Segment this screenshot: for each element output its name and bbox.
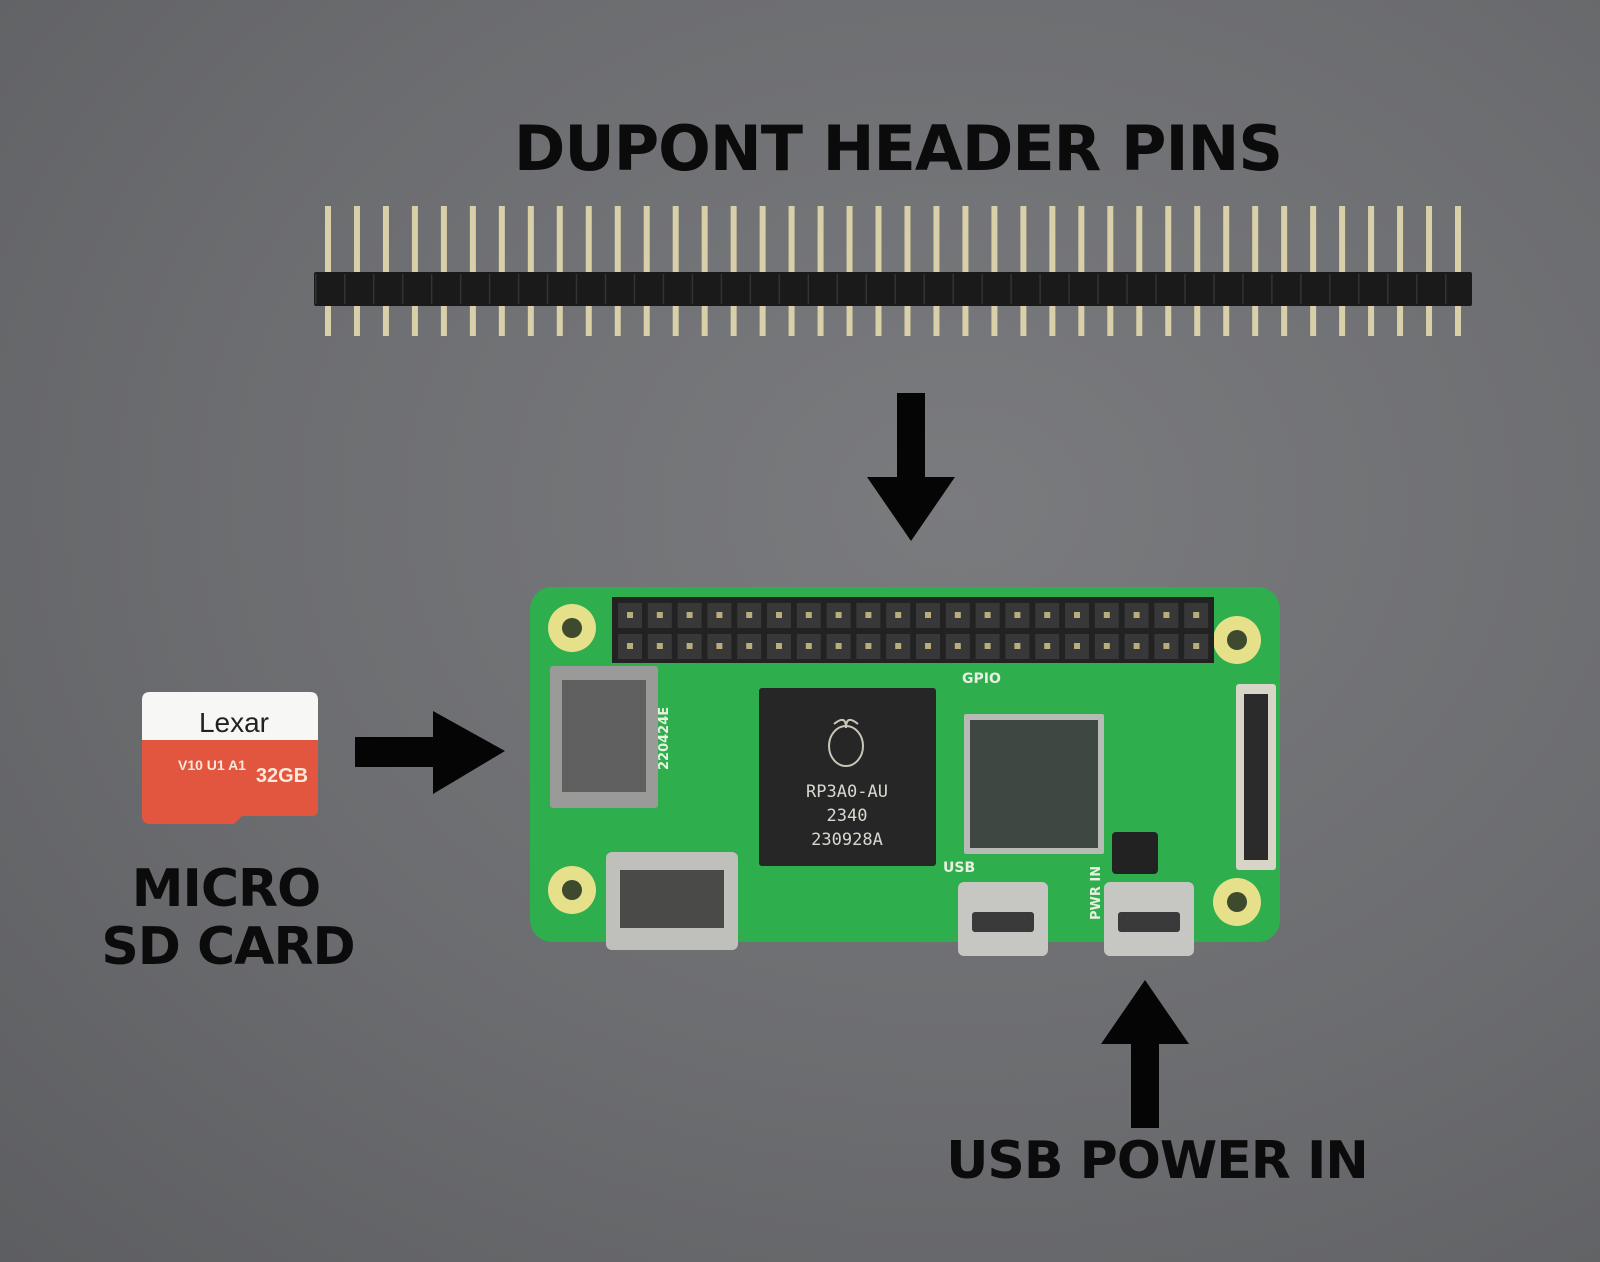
header-pin — [1223, 206, 1230, 336]
header-pin — [1252, 206, 1259, 336]
header-pin — [962, 206, 969, 336]
arrow-right-icon — [355, 711, 505, 794]
header-pin — [933, 206, 940, 336]
header-pin — [1194, 206, 1201, 336]
header-pin — [730, 206, 737, 336]
micro-sd-card: Lexar 32GB V10 U1 A1 — [142, 692, 318, 824]
header-pin — [1455, 206, 1461, 336]
header-pin — [1020, 206, 1027, 336]
header-pin — [701, 206, 708, 336]
sd-brand: Lexar — [199, 707, 269, 738]
label-dupont-header-pins: DUPONT HEADER PINS — [514, 112, 1282, 185]
header-pin — [498, 206, 505, 336]
header-pin — [904, 206, 911, 336]
header-pin — [325, 206, 331, 336]
header-pin — [1339, 206, 1346, 336]
arrow-down-icon — [867, 393, 955, 541]
header-pin — [1397, 206, 1404, 336]
header-pin — [788, 206, 795, 336]
header-pin — [1136, 206, 1143, 336]
header-pin — [440, 206, 447, 336]
header-pin — [759, 206, 766, 336]
header-pin — [469, 206, 476, 336]
label-sd-card: SD CARD — [101, 917, 354, 977]
soc-line1: RP3A0-AU — [806, 782, 888, 802]
silk-gpio: GPIO — [962, 671, 1001, 687]
power-ic — [1112, 832, 1158, 874]
header-pin — [382, 206, 389, 336]
header-pin — [527, 206, 534, 336]
dupont-header-pin-strip — [314, 206, 1472, 336]
sd-class-marks: V10 U1 A1 — [178, 757, 246, 773]
header-pin — [585, 206, 592, 336]
header-pin — [614, 206, 621, 336]
label-usb-power-in: USB POWER IN — [946, 1131, 1368, 1191]
header-pin — [643, 206, 650, 336]
header-plastic-bar — [314, 272, 1472, 306]
header-pin — [1368, 206, 1375, 336]
raspberry-pi-zero-2w-board: GPIO 220424E RP3A0-AU 2340 230928A USB P… — [530, 587, 1280, 956]
header-pin — [817, 206, 824, 336]
header-pin — [846, 206, 853, 336]
soc-line3: 230928A — [811, 830, 883, 850]
silk-pwr-in: PWR IN — [1089, 866, 1104, 920]
label-micro: MICRO — [132, 859, 321, 919]
sd-capacity: 32GB — [256, 765, 308, 787]
gpio-header — [612, 597, 1214, 663]
header-pin — [353, 206, 360, 336]
header-pin — [1049, 206, 1056, 336]
header-pin — [556, 206, 563, 336]
header-pin — [1281, 206, 1288, 336]
raspberry-logo-icon — [828, 718, 864, 767]
soc-chip — [759, 688, 936, 866]
header-pin — [672, 206, 679, 336]
silk-code: 220424E — [657, 707, 672, 770]
header-pin — [991, 206, 998, 336]
header-pin — [411, 206, 418, 336]
soc-line2: 2340 — [827, 806, 868, 826]
header-pin — [1078, 206, 1085, 336]
header-pin — [1426, 206, 1433, 336]
silk-usb: USB — [943, 860, 975, 876]
arrow-up-icon — [1101, 980, 1189, 1128]
header-pin — [1107, 206, 1114, 336]
header-pin — [1165, 206, 1172, 336]
header-pin — [875, 206, 882, 336]
header-pin — [1310, 206, 1317, 336]
